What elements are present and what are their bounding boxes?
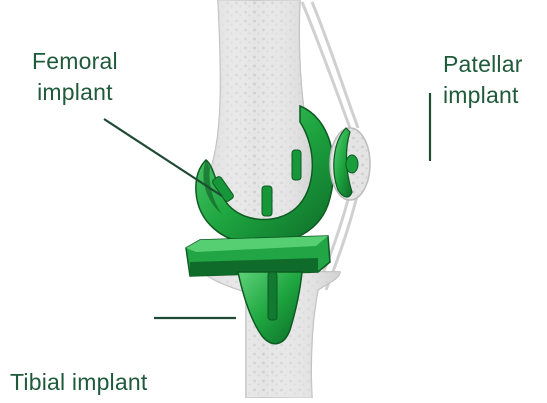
patellar-label-line2: implant [443,80,523,111]
femoral-leader-line [104,119,222,196]
tibial-label-text: Tibial implant [10,367,147,398]
patellar-implant [330,128,370,200]
femoral-label-line2: implant [32,77,118,108]
femoral-label-line1: Femoral [32,46,118,77]
tibial-implant-label: Tibial implant [10,367,147,398]
patellar-label-line1: Patellar [443,49,523,80]
femoral-implant-label: Femoral implant [32,46,118,108]
patellar-implant-label: Patellar implant [443,49,523,111]
